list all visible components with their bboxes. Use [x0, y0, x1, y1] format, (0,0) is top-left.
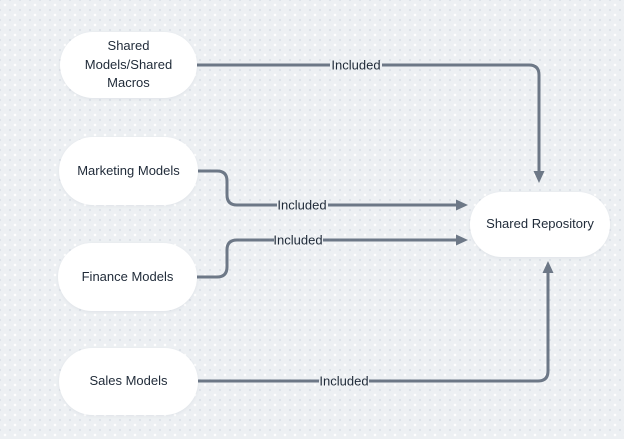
edge-label-shared-models-included: Included	[331, 57, 381, 73]
node-finance-models: Finance Models	[58, 243, 197, 311]
node-label: Shared Repository	[486, 216, 594, 232]
node-shared-models-shared-macros: Shared Models/Shared Macros	[60, 32, 197, 98]
edge-label-finance-models-included: Included	[273, 232, 323, 248]
node-label: Marketing Models	[77, 162, 180, 178]
edge-finance-models-to-repository-segment-1	[197, 238, 274, 279]
edge-marketing-models-arrowhead-icon	[456, 199, 468, 211]
node-label: Finance Models	[81, 268, 174, 284]
node-label: Shared Models/Shared Macros	[84, 37, 173, 91]
edge-sales-models-arrowhead-icon	[542, 261, 554, 273]
edge-label-sales-models-included: Included	[319, 373, 369, 389]
edge-finance-models-arrowhead-icon	[456, 234, 468, 246]
node-sales-models: Sales Models	[59, 348, 198, 415]
edge-sales-models-to-repository-segment-2	[369, 273, 550, 383]
edge-marketing-models-to-repository-segment-1	[198, 169, 277, 207]
node-marketing-models: Marketing Models	[59, 137, 198, 205]
node-shared-repository: Shared Repository	[470, 192, 610, 257]
node-label: Sales Models	[89, 373, 168, 389]
edge-shared-models-to-repository-segment-2	[382, 63, 541, 171]
edge-label-marketing-models-included: Included	[277, 197, 327, 213]
edge-shared-models-arrowhead-icon	[533, 171, 545, 183]
